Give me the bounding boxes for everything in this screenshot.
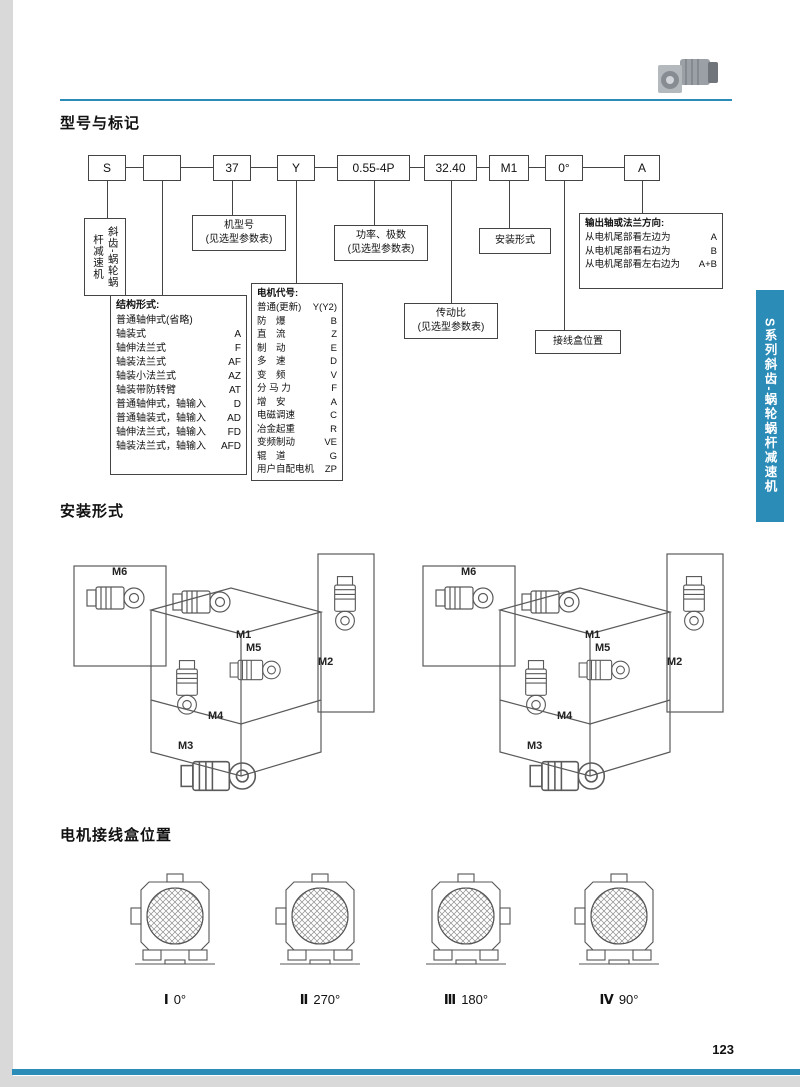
mounting-label-m6: M6 [461, 566, 477, 578]
leader-line [162, 181, 163, 295]
motor-code-title: 电机代号: [257, 288, 299, 299]
gear-reducer-product-photo [658, 59, 718, 93]
junction-callout: 接线盒位置 [535, 330, 621, 354]
leader-line [232, 181, 233, 215]
model-code-box-series: S [88, 155, 126, 181]
leader-line [564, 181, 565, 330]
model-code-box-size: 37 [213, 155, 251, 181]
power-callout: 功率、极数 (见选型参数表) [334, 225, 428, 261]
power-label: 功率、极数 [356, 230, 406, 241]
model-size-sub: (见选型参数表) [205, 234, 273, 245]
motor-code-row: 普通(更新)Y(Y2) [257, 302, 337, 314]
leader-line [509, 181, 510, 228]
leader-line [374, 181, 375, 225]
leader-line [296, 181, 297, 283]
leader-line [451, 181, 452, 303]
mounting-label-m3: M3 [527, 740, 543, 752]
mounting-diagram-left [73, 553, 375, 792]
mounting-label-m5: M5 [246, 642, 262, 654]
top-accent-rule [60, 99, 732, 101]
mounting-callout: 安装形式 [479, 228, 551, 254]
model-code-box-power: 0.55-4P [337, 155, 410, 181]
structure-title: 结构形式: [116, 300, 160, 311]
mounting-label-m1: M1 [236, 629, 252, 641]
series-callout: 斜齿-蜗轮蜗杆减速机 [84, 218, 126, 296]
model-code-box-structure [143, 155, 181, 181]
junction-diagram-1 [130, 873, 215, 965]
page-number: 123 [712, 1042, 734, 1057]
leader-line [642, 181, 643, 213]
mounting-diagram-right [422, 553, 724, 792]
structure-row: 普通轴伸式(省略) [116, 315, 193, 326]
bottom-margin-strip [0, 1076, 800, 1087]
mounting-label-m4: M4 [557, 710, 573, 722]
ratio-sub: (见选型参数表) [417, 322, 485, 333]
left-margin-strip [0, 0, 13, 1087]
ratio-callout: 传动比 (见选型参数表) [404, 303, 498, 339]
junction-section-title: 电机接线盒位置 [60, 827, 173, 844]
mounting-label-m2: M2 [318, 656, 334, 668]
output-direction-row: 从电机尾部看左边为 A [585, 232, 717, 244]
mounting-label-m2: M2 [667, 656, 683, 668]
mounting-label-m3: M3 [178, 740, 194, 752]
mounting-section-title: 安装形式 [60, 503, 125, 520]
model-code-box-ratio: 32.40 [424, 155, 477, 181]
junction-diagram-3 [426, 873, 511, 965]
model-code-box-angle: 0° [545, 155, 583, 181]
series-side-tab: S系列斜齿-蜗轮蜗杆减速机 [756, 290, 784, 522]
junction-diagram-2 [275, 873, 360, 965]
mounting-label-m4: M4 [208, 710, 224, 722]
model-marking-title: 型号与标记 [60, 115, 141, 132]
leader-line [107, 181, 108, 218]
model-code-box-motor: Y [277, 155, 315, 181]
bottom-accent-bar [12, 1069, 800, 1075]
model-code-box-direction: A [624, 155, 660, 181]
mounting-label-m6: M6 [112, 566, 128, 578]
output-direction-title: 输出轴或法兰方向: [585, 218, 665, 229]
output-direction-callout: 输出轴或法兰方向: 从电机尾部看左边为 A 从电机尾部看右边为 B 从电机尾部看… [579, 213, 723, 289]
ratio-label: 传动比 [436, 308, 466, 319]
mounting-label-m1: M1 [585, 629, 601, 641]
model-size-label: 机型号 [224, 220, 254, 231]
mounting-label-m5: M5 [595, 642, 611, 654]
power-sub: (见选型参数表) [347, 244, 415, 255]
junction-diagram-4 [574, 873, 659, 965]
output-direction-row: 从电机尾部看左右边为 A+B [585, 258, 717, 270]
model-size-callout: 机型号 (见选型参数表) [192, 215, 286, 251]
model-code-box-mounting: M1 [489, 155, 529, 181]
output-direction-row: 从电机尾部看右边为 B [585, 245, 717, 257]
